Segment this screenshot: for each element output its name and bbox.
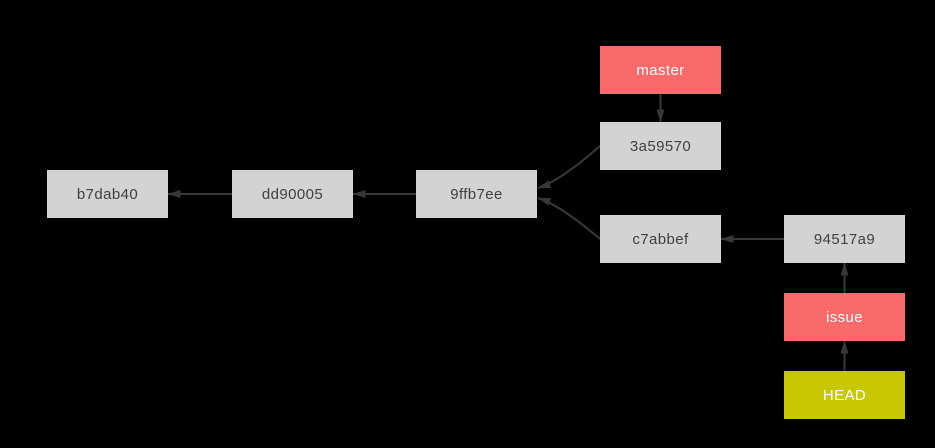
node-label-dd90005: dd90005 bbox=[261, 185, 324, 203]
node-b7dab40: b7dab40 bbox=[47, 170, 168, 218]
node-9ffb7ee: 9ffb7ee bbox=[416, 170, 537, 218]
node-master: master bbox=[600, 46, 721, 94]
node-dd90005: dd90005 bbox=[232, 170, 353, 218]
node-issue: issue bbox=[784, 293, 905, 341]
node-3a59570: 3a59570 bbox=[600, 122, 721, 170]
node-label-b7dab40: b7dab40 bbox=[76, 185, 139, 203]
node-94517a9: 94517a9 bbox=[784, 215, 905, 263]
node-label-94517a9: 94517a9 bbox=[813, 230, 876, 248]
node-label-9ffb7ee: 9ffb7ee bbox=[450, 185, 503, 203]
node-HEAD: HEAD bbox=[784, 371, 905, 419]
edges-group bbox=[167, 94, 849, 371]
node-c7abbef: c7abbef bbox=[600, 215, 721, 263]
edge-c7abbef-to-9ffb7ee bbox=[537, 197, 601, 240]
node-label-HEAD: HEAD bbox=[822, 386, 867, 404]
node-label-3a59570: 3a59570 bbox=[629, 137, 692, 155]
edge-3a59570-to-9ffb7ee bbox=[537, 145, 601, 189]
node-label-issue: issue bbox=[825, 308, 864, 326]
node-label-c7abbef: c7abbef bbox=[632, 230, 689, 248]
node-label-master: master bbox=[636, 61, 685, 79]
